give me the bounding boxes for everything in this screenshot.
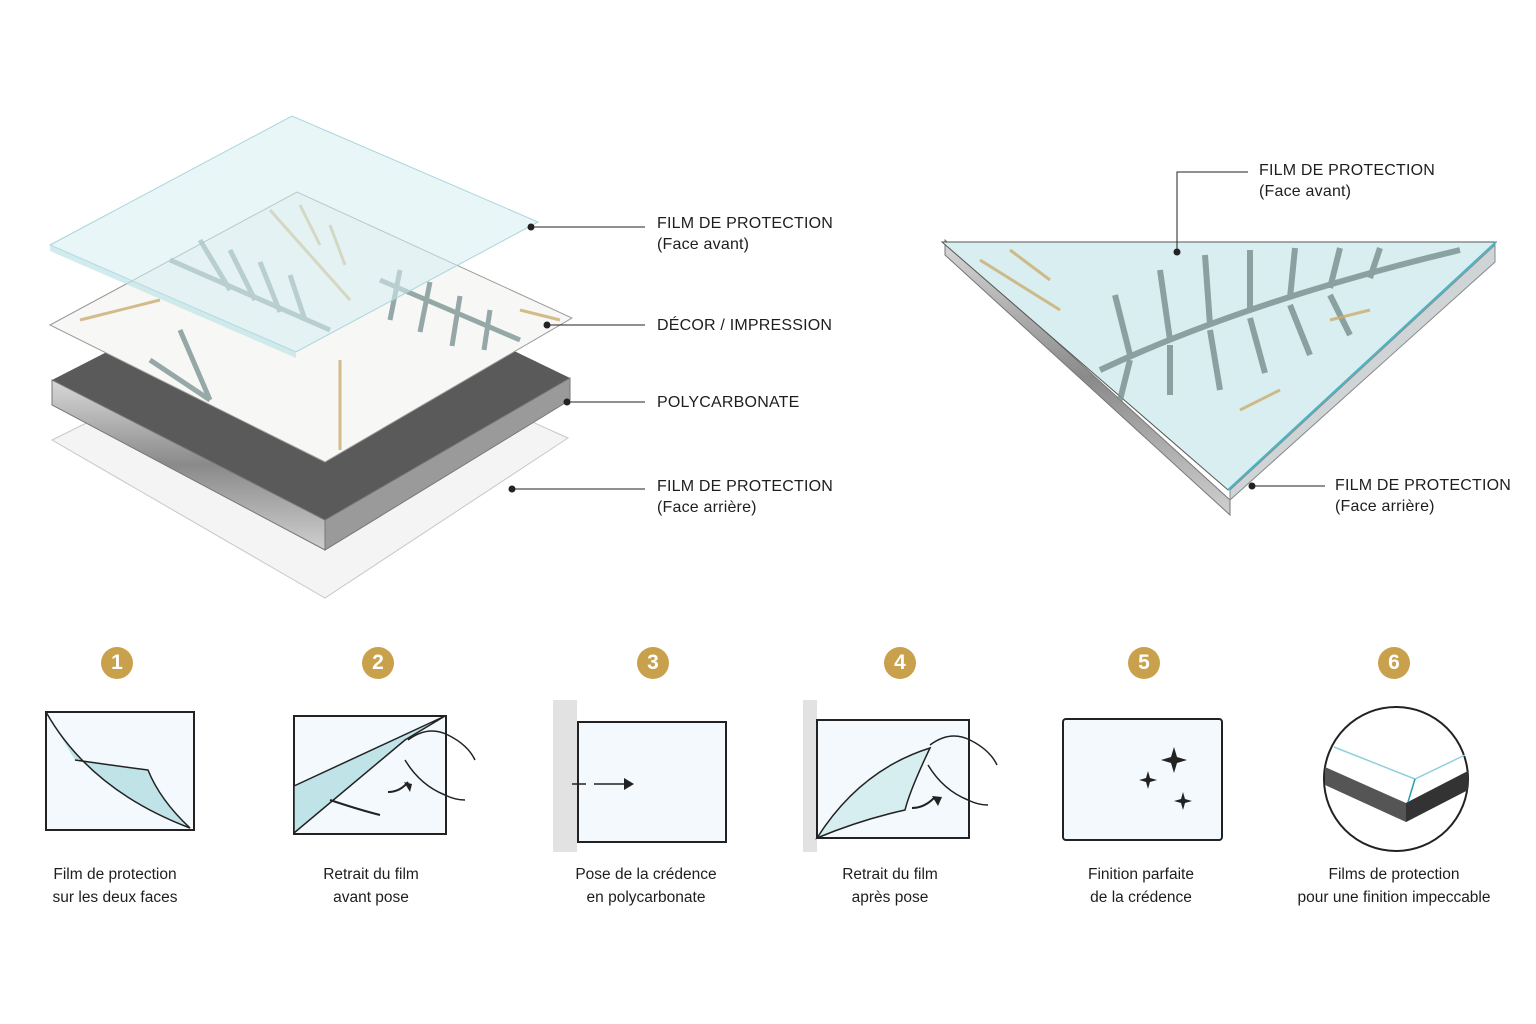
step-4-badge: 4: [884, 647, 916, 679]
step-1-caption: Film de protection sur les deux faces: [0, 863, 245, 909]
step-5-caption: Finition parfaite de la crédence: [1011, 863, 1271, 909]
caption-line: Film de protection: [53, 866, 177, 883]
caption-line: de la crédence: [1090, 889, 1192, 906]
label-subtitle: (Face avant): [1259, 183, 1352, 200]
exploded-leader-lines: [508, 223, 645, 493]
step-3-badge: 3: [637, 647, 669, 679]
label-polycarbonate: POLYCARBONATE: [657, 394, 800, 411]
label-title: FILM DE PROTECTION: [1335, 477, 1512, 494]
step-6-caption: Films de protection pour une finition imp…: [1254, 863, 1534, 909]
peeling-film-icon: [45, 711, 195, 831]
step-2-caption: Retrait du film avant pose: [241, 863, 501, 909]
corner-label-back-film: FILM DE PROTECTION (Face arrière): [1335, 475, 1511, 517]
caption-line: Finition parfaite: [1088, 866, 1194, 883]
caption-line: après pose: [851, 889, 929, 906]
hand-peel-icon: [293, 715, 476, 835]
caption-line: Retrait du film: [323, 866, 419, 883]
wall-mount-icon: [553, 700, 727, 852]
caption-line: sur les deux faces: [52, 889, 178, 906]
label-title: FILM DE PROTECTION: [657, 478, 834, 495]
caption-line: Films de protection: [1328, 866, 1460, 883]
step-6-badge: 6: [1378, 647, 1410, 679]
step-4-caption: Retrait du film après pose: [760, 863, 1020, 909]
caption-line: en polycarbonate: [586, 889, 706, 906]
caption-line: Retrait du film: [842, 866, 938, 883]
label-title: FILM DE PROTECTION: [1259, 162, 1436, 179]
caption-line: avant pose: [333, 889, 409, 906]
label-subtitle: (Face arrière): [1335, 498, 1435, 515]
sparkle-icon: [1062, 718, 1223, 841]
corner-panel-view: [940, 238, 1498, 517]
label-subtitle: (Face avant): [657, 236, 750, 253]
label-front-film: FILM DE PROTECTION (Face avant): [657, 213, 833, 255]
label-decor: DÉCOR / IMPRESSION: [657, 317, 833, 334]
label-back-film: FILM DE PROTECTION (Face arrière): [657, 476, 833, 518]
step-2-badge: 2: [362, 647, 394, 679]
step-3-caption: Pose de la crédence en polycarbonate: [516, 863, 776, 909]
hand-peel-icon: [803, 700, 998, 852]
step-5-badge: 5: [1128, 647, 1160, 679]
caption-line: pour une finition impeccable: [1297, 889, 1491, 906]
caption-line: Pose de la crédence: [575, 866, 717, 883]
step-1-badge: 1: [101, 647, 133, 679]
front-film-layer: [48, 115, 540, 358]
corner-leader-lines: [1173, 171, 1325, 490]
label-subtitle: (Face arrière): [657, 499, 757, 516]
magnified-edge-icon: [1323, 706, 1469, 852]
label-title: FILM DE PROTECTION: [657, 215, 834, 232]
corner-label-front-film: FILM DE PROTECTION (Face avant): [1259, 160, 1435, 202]
